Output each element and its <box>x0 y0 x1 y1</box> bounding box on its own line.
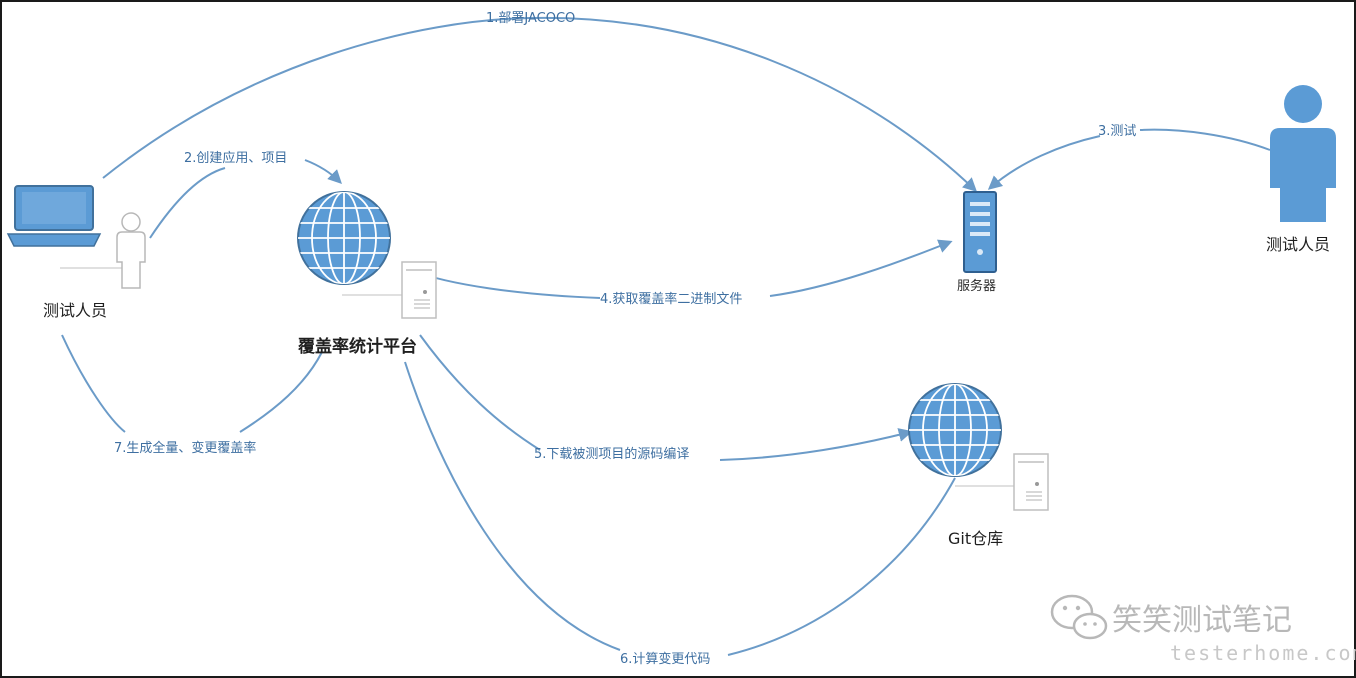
server-box-icon <box>342 261 437 319</box>
edge-label-6: 6.计算变更代码 <box>620 651 710 667</box>
edge-download-source <box>419 334 913 461</box>
edge-deploy-jacoco <box>102 16 978 192</box>
person-filled-icon <box>1270 85 1336 222</box>
edge-label-2: 2.创建应用、项目 <box>184 150 287 166</box>
edge-compute-diff <box>404 361 956 656</box>
server-box-icon <box>955 453 1049 511</box>
node-label-tester-left: 测试人员 <box>43 301 107 320</box>
node-label-server: 服务器 <box>957 278 996 294</box>
edge-label-3: 3.测试 <box>1098 124 1136 139</box>
server-tower-icon <box>963 191 997 273</box>
globe-icon <box>908 383 1002 477</box>
node-label-tester-right: 测试人员 <box>1266 235 1330 254</box>
laptop-icon <box>6 185 102 247</box>
edge-fetch-coverage <box>409 239 953 299</box>
edge-label-4: 4.获取覆盖率二进制文件 <box>600 291 742 307</box>
edge-generate-coverage <box>61 334 323 433</box>
edge-label-5: 5.下载被测项目的源码编译 <box>534 446 689 462</box>
wechat-icon <box>1050 594 1108 640</box>
edge-create-app <box>149 159 342 239</box>
watermark-brand: 笑笑测试笔记 <box>1112 603 1292 638</box>
watermark-site: testerhome.com <box>1170 641 1356 665</box>
node-label-git: Git仓库 <box>948 529 1003 548</box>
node-label-platform: 覆盖率统计平台 <box>298 336 417 357</box>
edge-test <box>987 128 1271 190</box>
globe-icon <box>297 191 391 285</box>
edge-label-1: 1.部署JACOCO <box>486 11 575 26</box>
person-outline-icon <box>116 212 146 289</box>
edge-label-7: 7.生成全量、变更覆盖率 <box>114 440 256 456</box>
